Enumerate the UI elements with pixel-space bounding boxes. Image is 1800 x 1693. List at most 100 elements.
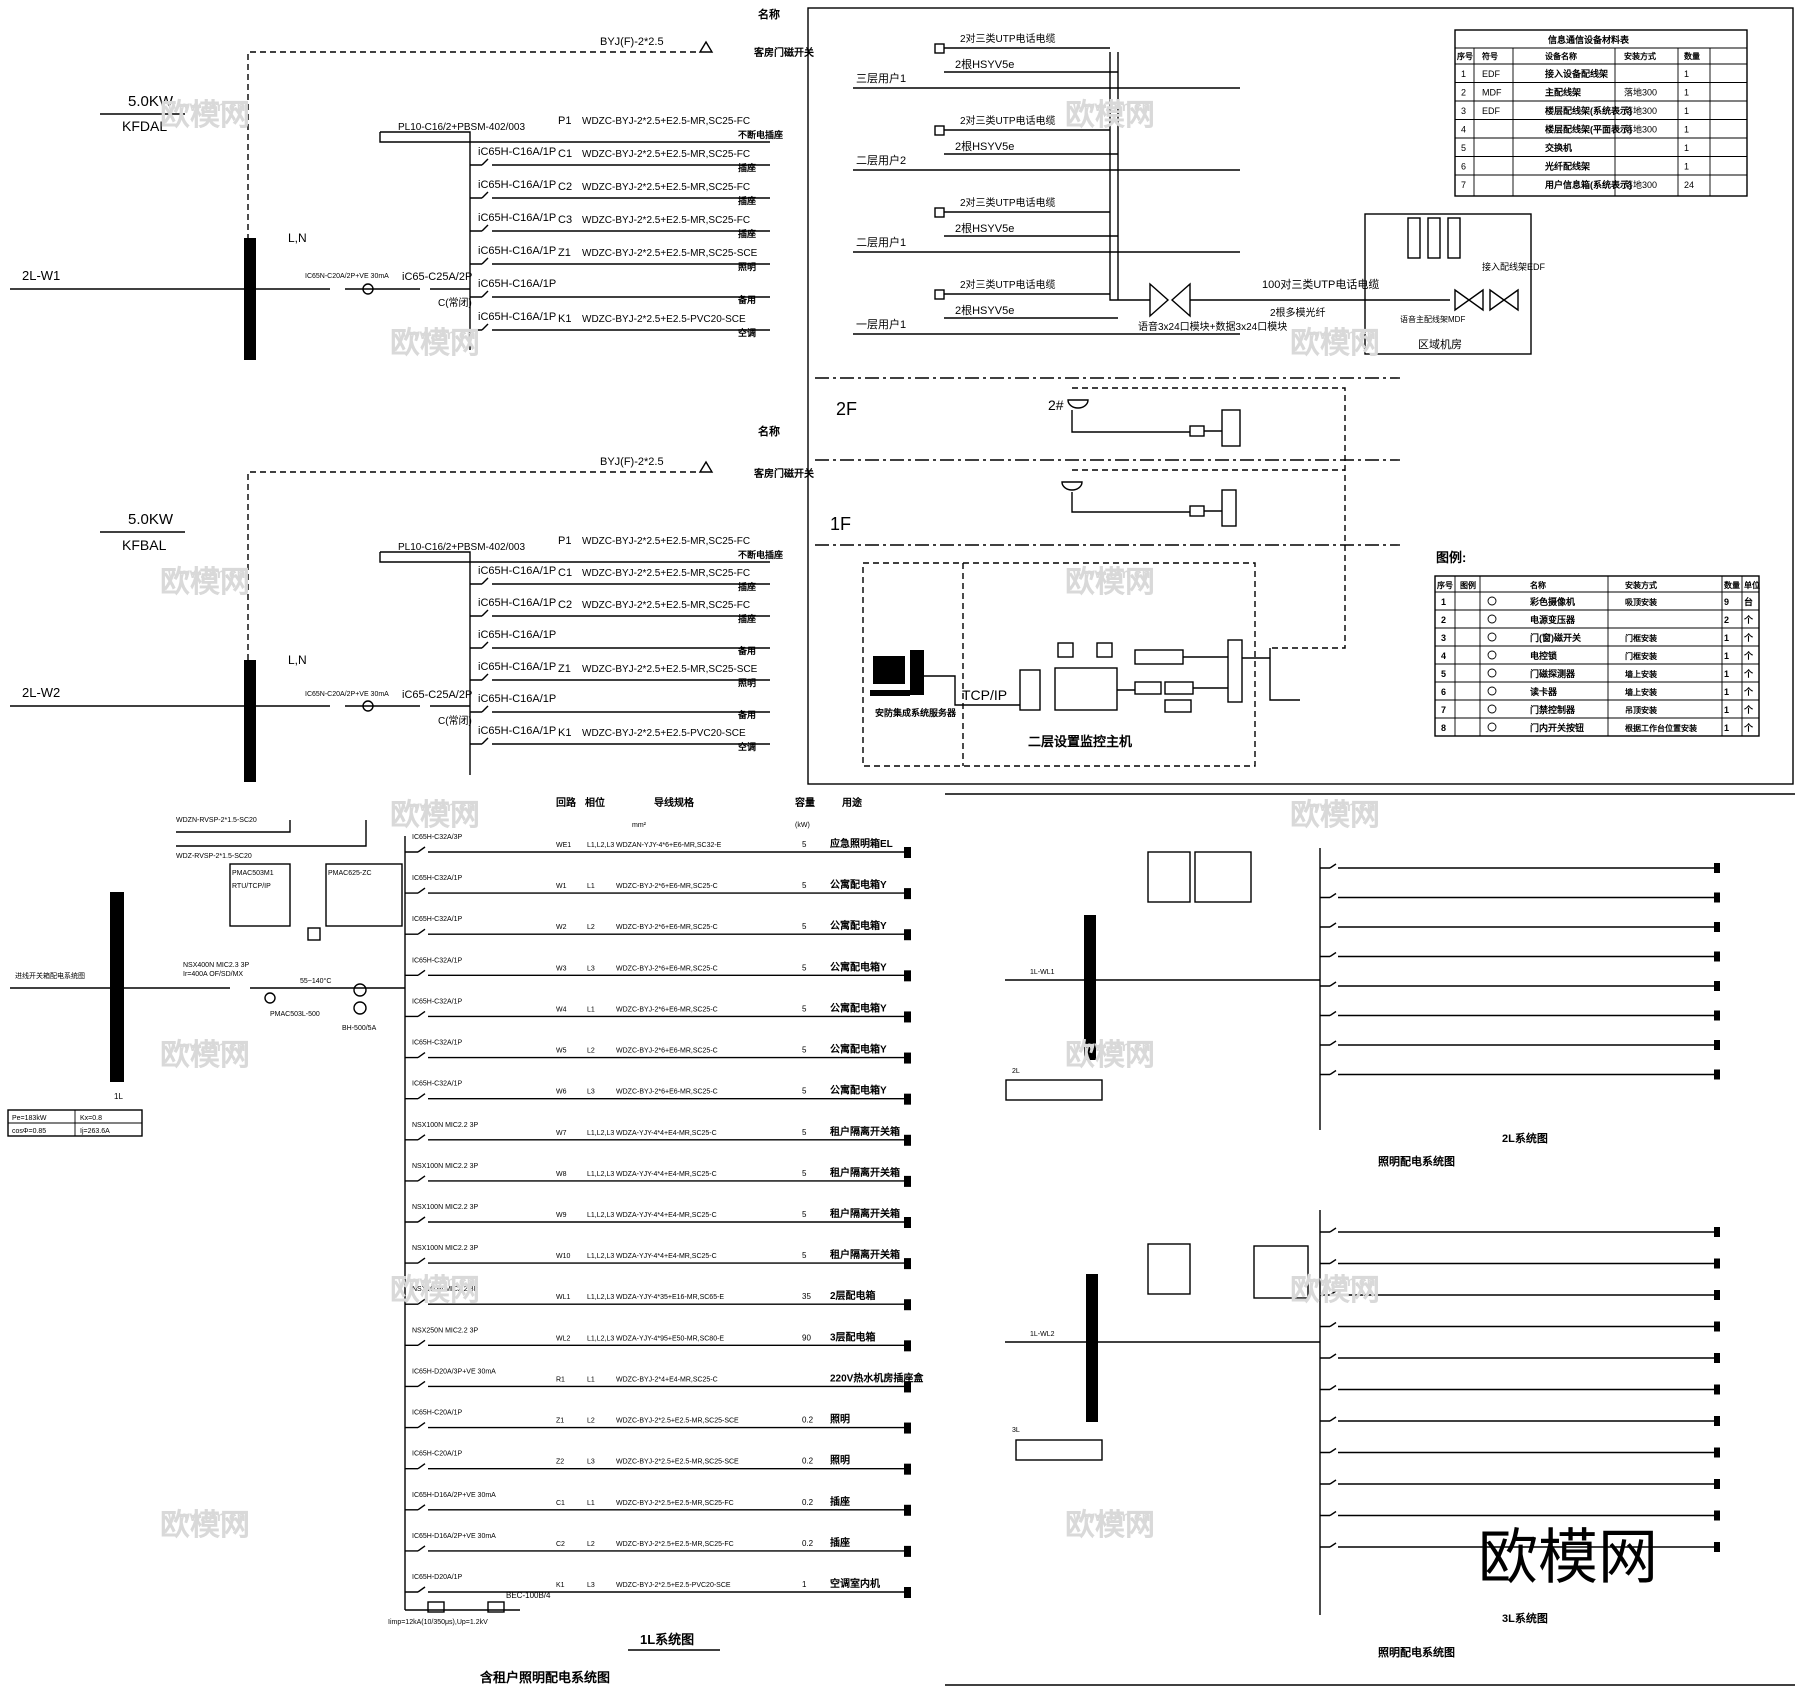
circuit-use: 备用 — [737, 709, 756, 720]
circuit-kw: 1 — [802, 1580, 807, 1589]
rcd-icon — [362, 283, 374, 295]
circuit-id: W2 — [556, 924, 567, 931]
circuit-wire: WDZC-BYJ-2*6+E6-MR,SC25-C — [616, 1048, 718, 1055]
breaker-icon — [1329, 1447, 1337, 1454]
sys1l-h-wire: 导线规格 — [654, 796, 695, 809]
circuit-breaker: IC65H-C32A/1P — [412, 998, 463, 1005]
legend-cell: 1 — [1724, 651, 1729, 661]
breaker-icon — [1329, 1227, 1337, 1233]
circuit-id: C3 — [558, 214, 572, 226]
breaker-icon — [417, 1298, 426, 1305]
circuit-breaker: iC65H-C16A/1P — [478, 146, 556, 158]
breaker-icon — [481, 158, 489, 166]
legend-cell: 吸顶安装 — [1625, 597, 1657, 607]
material-table-cell: MDF — [1482, 88, 1502, 98]
legend-cell: 2 — [1441, 615, 1446, 625]
area-room-box — [1364, 213, 1532, 355]
material-table-header: 设备名称 — [1545, 51, 1577, 61]
network-diagram: 三层用户12对三类UTP电话电缆2根HSYV5e二层用户22对三类UTP电话电缆… — [853, 29, 1748, 355]
circuit-use: 公寓配电箱Y — [830, 1043, 887, 1056]
breaker-icon — [1329, 1321, 1337, 1328]
circuit-id: WE1 — [556, 842, 571, 849]
material-table-cell: 落地300 — [1624, 179, 1657, 190]
kfd-panel: 名称 客房门磁开关 BYJ(F)-2*2.5 5.0KW KFDAL 2L-W1… — [10, 7, 814, 360]
circuit-use: 3层配电箱 — [830, 1330, 876, 1343]
sys1l-ij: Ij=263.6A — [80, 1128, 110, 1135]
breaker-icon — [481, 191, 489, 199]
network-user-lines: 三层用户12对三类UTP电话电缆2根HSYV5e二层用户22对三类UTP电话电缆… — [853, 32, 1240, 335]
circuit-end-icon — [904, 1463, 911, 1475]
legend-cell: 吊顶安装 — [1625, 705, 1657, 715]
circuit-kw: 5 — [802, 1004, 807, 1013]
kfd-busbar — [244, 238, 256, 360]
breaker-icon — [481, 705, 489, 713]
legend-cell: 门磁探测器 — [1530, 668, 1576, 679]
kfd-main-breaker: IC65N-C20A/2P+VE 30mA — [305, 273, 389, 280]
circuit-phase: L3 — [587, 965, 595, 972]
pc-tower-icon — [910, 650, 924, 695]
circuit-wire: WDZC-BYJ-2*2.5+E2.5-MR,SC25-FC — [616, 1541, 734, 1548]
circuit-wire: WDZC-BYJ-2*2.5+E2.5-MR,SC25-FC — [582, 568, 750, 579]
legend-cell: 电控锁 — [1530, 650, 1557, 661]
circuit-phase: L1,L2,L3 — [587, 1253, 614, 1260]
circuit-id: Z1 — [556, 1418, 564, 1425]
camera-icon — [1067, 399, 1190, 433]
pc-label: 安防集成系统服务器 — [875, 707, 957, 718]
network-utp: 2对三类UTP电话电缆 — [960, 32, 1056, 45]
watermark-url: www.om.cn — [167, 1038, 245, 1054]
sys1l-spd-note: Iimp=12kA(10/350μs),Up=1.2kV — [388, 1619, 488, 1626]
legend-symbol-icon — [1487, 668, 1497, 678]
circuit-id: W5 — [556, 1048, 567, 1055]
watermark-text: 欧模网 — [160, 1509, 250, 1542]
breaker-icon — [417, 1134, 426, 1141]
sys1l-h-use: 用途 — [841, 796, 863, 809]
network-module: 语音3x24口模块+数据3x24口模块 — [1138, 320, 1287, 333]
circuit-phase: L2 — [587, 924, 595, 931]
circuit-kw: 0.2 — [802, 1498, 814, 1507]
legend-cell: 门内开关按钮 — [1530, 722, 1584, 733]
watermark-url: www.om.cn — [1297, 798, 1375, 814]
circuit-phase: L2 — [587, 1418, 595, 1425]
circuit-breaker: IC65H-D20A/1P — [412, 1574, 463, 1581]
circuit-breaker: iC65H-C16A/1P — [478, 212, 556, 224]
monitor-host-box — [862, 562, 1256, 767]
sys1l-pmac2: PMAC625-ZC — [328, 870, 372, 877]
circuit-breaker: NSX100N MIC2.2 3P — [412, 1286, 478, 1293]
legend-cell: 墙上安装 — [1625, 687, 1657, 697]
kfd-door-switch-label: 客房门磁开关 — [753, 46, 814, 59]
network-utp: 2对三类UTP电话电缆 — [960, 278, 1056, 291]
circuit-wire: WDZC-BYJ-2*2.5+E2.5-MR,SC25-SCE — [582, 248, 758, 259]
circuit-breaker: iC65H-C16A/1P — [478, 278, 556, 290]
legend-cell: 个 — [1743, 668, 1754, 679]
network-utp: 2对三类UTP电话电缆 — [960, 196, 1056, 209]
circuit-id: K1 — [558, 727, 571, 739]
circuit-end-icon — [904, 970, 911, 982]
material-table-cell: 7 — [1461, 180, 1466, 190]
material-table-header: 安装方式 — [1624, 51, 1656, 61]
circuit-use: 照明 — [738, 262, 756, 272]
sys3l-title: 3L系统图 — [1502, 1611, 1548, 1625]
circuit-id: Z1 — [558, 663, 571, 675]
info-box-icon — [934, 43, 945, 54]
kfd-col-name: 名称 — [758, 7, 780, 21]
pc-monitor-icon — [873, 656, 905, 684]
circuit-use: 公寓配电箱Y — [830, 960, 887, 973]
breaker-icon — [1329, 981, 1337, 987]
breaker-icon — [1329, 1416, 1337, 1422]
circuit-id: C2 — [556, 1541, 565, 1548]
circuit-end-icon — [1714, 892, 1720, 903]
legend-cell: 彩色摄像机 — [1529, 596, 1575, 607]
circuit-breaker: NSX100N MIC2.2 3P — [412, 1204, 478, 1211]
legend-symbol-icon — [1487, 722, 1497, 732]
sys1l-main-ir: Ir=400A OF/SD/MX — [183, 971, 243, 978]
circuit-wire: WDZC-BYJ-2*2.5+E2.5-MR,SC25-SCE — [616, 1459, 739, 1466]
circuit-end-icon — [904, 1340, 911, 1352]
circuit-breaker: iC65H-C16A/1P — [478, 629, 556, 641]
kfb-feeder: 2L-W2 — [22, 685, 60, 700]
network-user: 一层用户1 — [856, 317, 906, 331]
watermark-url: www.om.cn — [1297, 1273, 1375, 1289]
circuit-id: Z1 — [558, 247, 571, 259]
network-hsyv: 2根HSYV5e — [955, 139, 1014, 153]
circuit-use: 公寓配电箱Y — [830, 919, 887, 932]
circuit-breaker: NSX250N MIC2.2 3P — [412, 1327, 478, 1334]
